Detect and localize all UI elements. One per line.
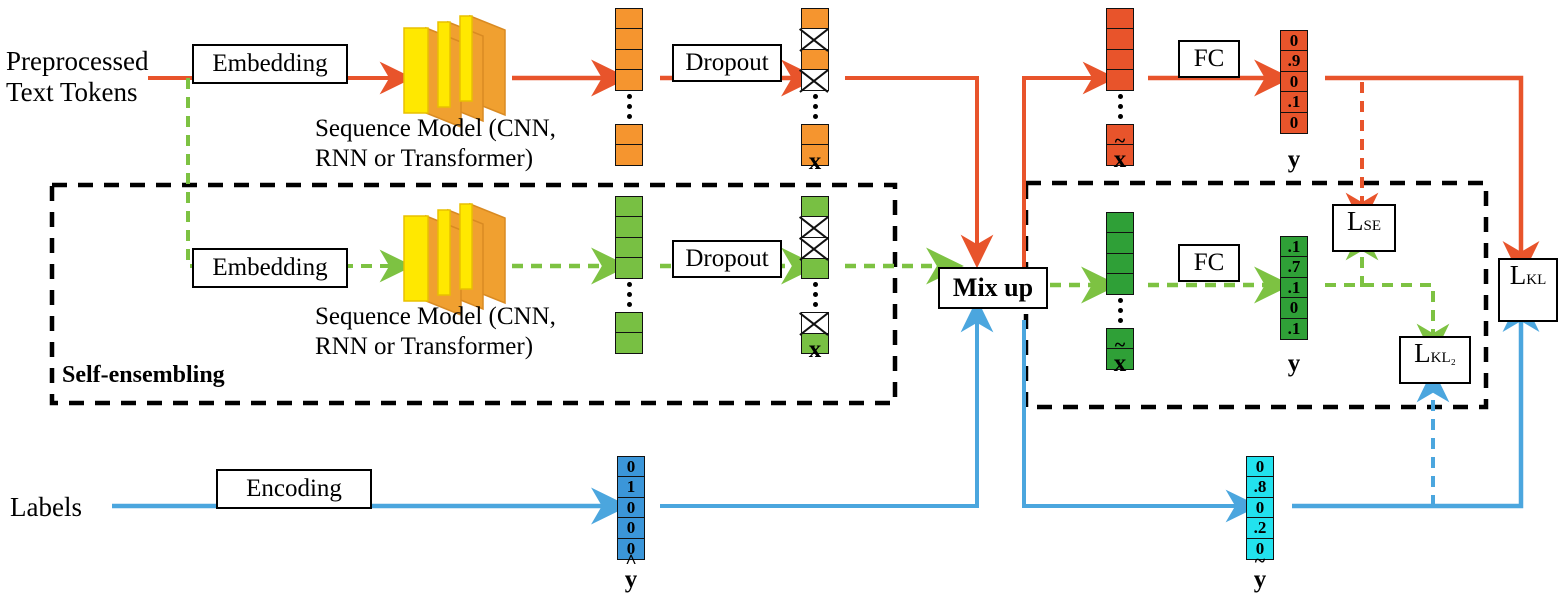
onehot-cell: 1 [617,476,645,499]
vector-green-dropout [801,196,829,355]
vector-label-y-bottom: y [1287,350,1301,377]
loss-kl-base: L [1509,260,1527,290]
sequence-model-icon-bottom [403,202,506,317]
input-labels-label: Labels [10,492,82,522]
fc-box-top[interactable]: FC [1178,40,1240,78]
vector-green-hidden [615,196,643,355]
vector-label-xtilde-top: x [1094,130,1146,174]
onehot-cell: 0 [617,496,645,519]
mixup-box[interactable]: Mix up [938,267,1048,309]
loss-se-base: L [1346,206,1364,236]
dropped-unit-icon [801,236,829,259]
prob-cell: 0 [1280,111,1308,134]
vector-label-x-top: x [808,148,822,175]
prob-cell: .1 [1280,236,1308,258]
prob-cell: .1 [1280,317,1308,340]
prob-cell: 0 [1280,30,1308,52]
prob-cell: .9 [1280,50,1308,73]
dropout-box-top[interactable]: Dropout [672,44,782,82]
prob-cell: 0 [1246,496,1274,519]
vector-orange-y: 0 .9 0 .1 0 [1280,30,1308,134]
vector-label-xtilde-bottom: x [1094,334,1146,378]
ellipsis-icon [615,90,643,124]
prob-cell: .7 [1280,256,1308,279]
vector-orange-hidden [615,8,643,167]
prob-cell: 0 [1280,70,1308,93]
dropped-unit-icon [801,69,829,92]
onehot-cell: 0 [617,456,645,478]
dropped-unit-icon [801,311,829,334]
ellipsis-icon [801,278,829,312]
dropped-unit-icon [801,216,829,239]
prob-cell: .1 [1280,276,1308,299]
vector-label-x-bottom: x [808,336,822,363]
dropped-unit-icon [801,28,829,51]
vector-orange-mixed [1106,8,1134,167]
ellipsis-icon [615,278,643,312]
prob-cell: .8 [1246,476,1274,499]
dropout-box-bottom[interactable]: Dropout [672,240,782,278]
input-text-tokens-label: Preprocessed Text Tokens [6,46,149,107]
vector-label-yhat: y [605,551,657,594]
ellipsis-icon [1106,90,1134,124]
embedding-box-top[interactable]: Embedding [192,44,348,84]
prob-cell: 0 [1280,297,1308,320]
self-ensembling-label: Self-ensembling [62,362,225,388]
fc-box-bottom[interactable]: FC [1178,244,1240,282]
loss-kl2-base: L [1414,338,1431,368]
sequence-model-caption-bottom: Sequence Model (CNN, RNN or Transformer) [315,303,556,360]
prob-cell: .2 [1246,517,1274,540]
prob-cell: 0 [1246,456,1274,478]
vector-cyan-ytilde: 0 .8 0 .2 0 [1246,456,1274,560]
ellipsis-icon [801,90,829,124]
vector-label-y-top: y [1287,146,1301,173]
sequence-model-icon-top [403,14,506,129]
vector-label-ytilde: y [1234,550,1286,594]
arrow-x-to-mixup [845,76,994,269]
arrow-mixup-to-xtilde-orange [1022,61,1117,285]
loss-kl2-sub: KL₂ [1430,350,1456,366]
arrow-y-green-to-lkl2 [1325,283,1450,358]
onehot-cell: 0 [617,517,645,540]
prob-cell: .1 [1280,91,1308,114]
encoding-box[interactable]: Encoding [216,469,372,509]
vector-blue-yhat: 0 1 0 0 0 [617,456,645,560]
loss-se-sub: SE [1363,218,1381,234]
embedding-box-bottom[interactable]: Embedding [192,248,348,288]
ellipsis-icon [1106,294,1134,328]
loss-kl-sub: KL [1526,272,1547,288]
vector-orange-dropout [801,8,829,167]
vector-green-y: .1 .7 .1 0 .1 [1280,236,1308,340]
sequence-model-caption-top: Sequence Model (CNN, RNN or Transformer) [315,115,556,172]
